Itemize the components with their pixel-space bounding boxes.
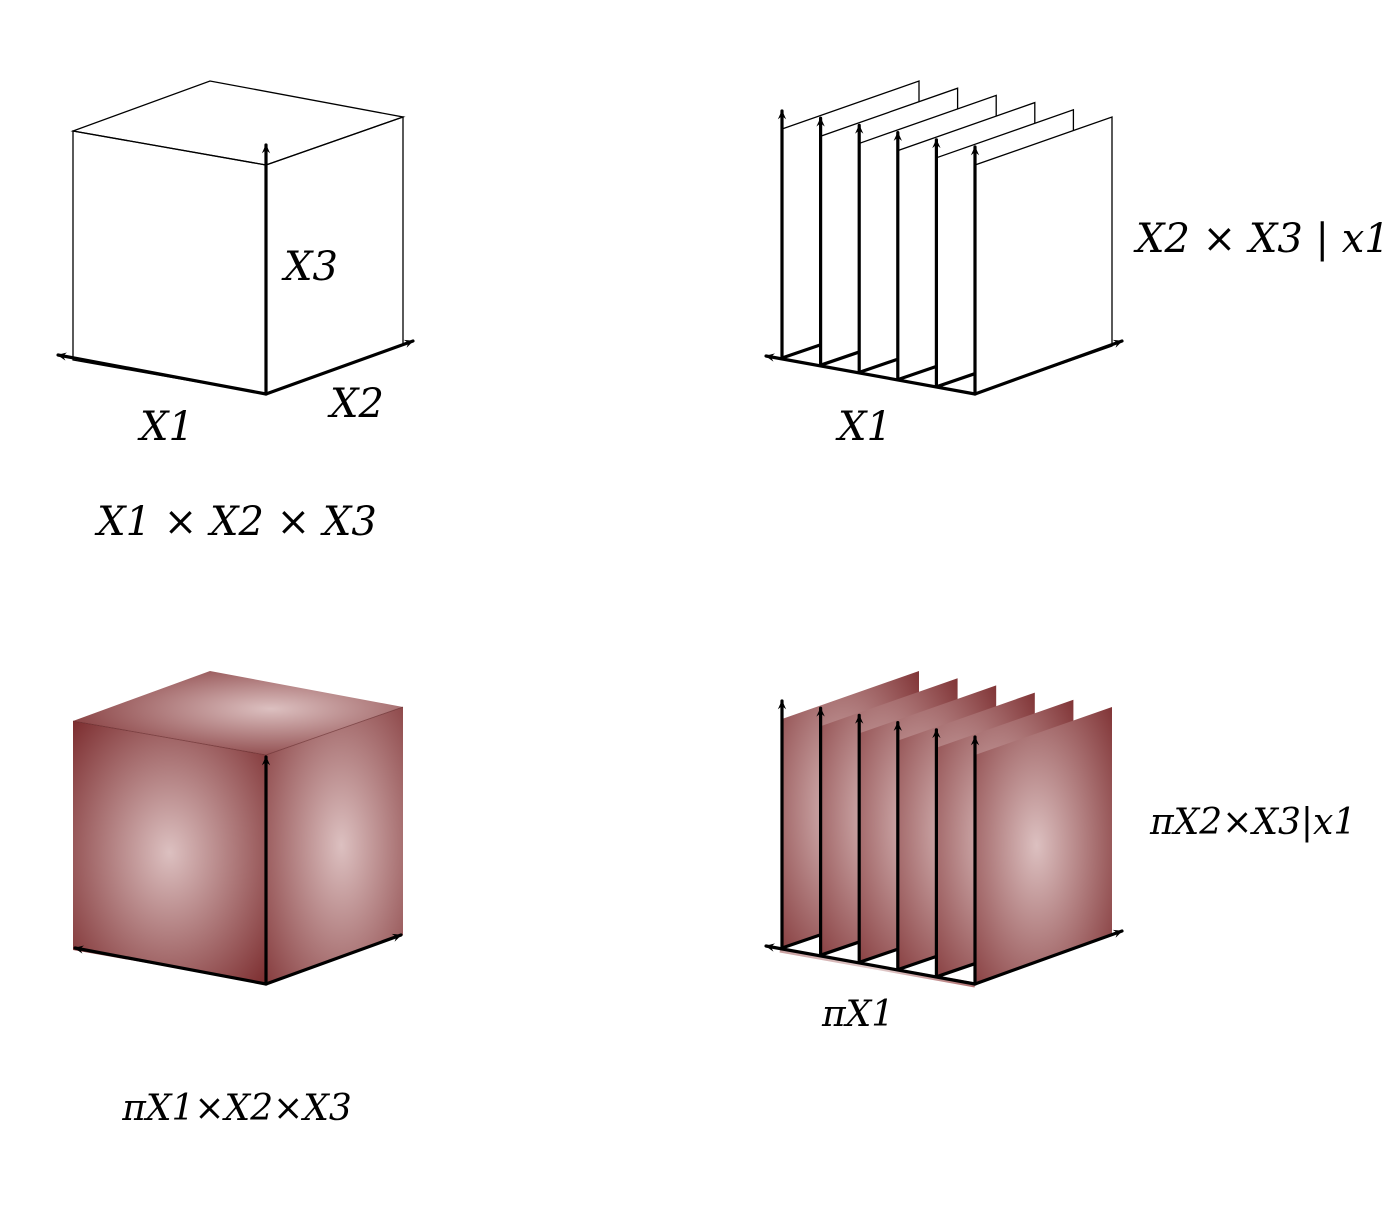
- axis-x2-arrow: [264, 933, 403, 986]
- conditional-density-caption: πX2×X3|x1: [1149, 802, 1356, 843]
- joint-space-caption: X1 × X2 × X3: [94, 499, 377, 545]
- slice-base-edge: [818, 350, 861, 367]
- conditional-space-caption: X2 × X3 | x1: [1133, 216, 1384, 262]
- slice-base-edge: [896, 954, 938, 972]
- density-slices: [777, 671, 1112, 986]
- axis-x3-label: X3: [281, 244, 338, 290]
- joint-density-caption: πX1×X2×X3: [121, 1088, 352, 1129]
- cube-outline: [70, 80, 406, 395]
- conditional-density-panel: πX1 πX2×X3|x1: [764, 671, 1356, 1035]
- axis-x1-label: X1: [137, 404, 194, 450]
- joint-space-panel: X3 X2 X1 X1 × X2 × X3: [56, 80, 415, 545]
- slices: [777, 80, 1113, 396]
- axis-x2-arrow: [264, 339, 415, 396]
- slice-base-edge: [896, 365, 938, 382]
- axis-x1-label: X1: [835, 404, 892, 450]
- axis-x1-arrow: [73, 945, 268, 986]
- conditional-space-panel: X1 X2 × X3 | x1: [764, 80, 1384, 450]
- axis-x1-arrow: [764, 353, 977, 396]
- axis-x2-label: X2: [327, 381, 384, 427]
- joint-density-panel: πX1×X2×X3: [72, 671, 404, 1129]
- density-cube: [72, 671, 404, 984]
- slice-base-edge: [934, 372, 977, 389]
- marginal-density-label: πX1: [821, 994, 894, 1035]
- axis-x2-arrow: [973, 929, 1124, 986]
- slice-base-edge: [857, 947, 899, 965]
- slice-base-edge: [818, 940, 861, 957]
- slice-base-edge: [780, 343, 822, 360]
- axis-x1-arrow: [764, 943, 977, 986]
- axis-x2-arrow: [973, 339, 1124, 396]
- slice-base-edge: [857, 357, 899, 374]
- axis-x1-arrow: [56, 352, 268, 396]
- slice-base-edge: [934, 962, 977, 979]
- slice-plane: [975, 707, 1112, 984]
- slice-base-edge: [780, 933, 822, 950]
